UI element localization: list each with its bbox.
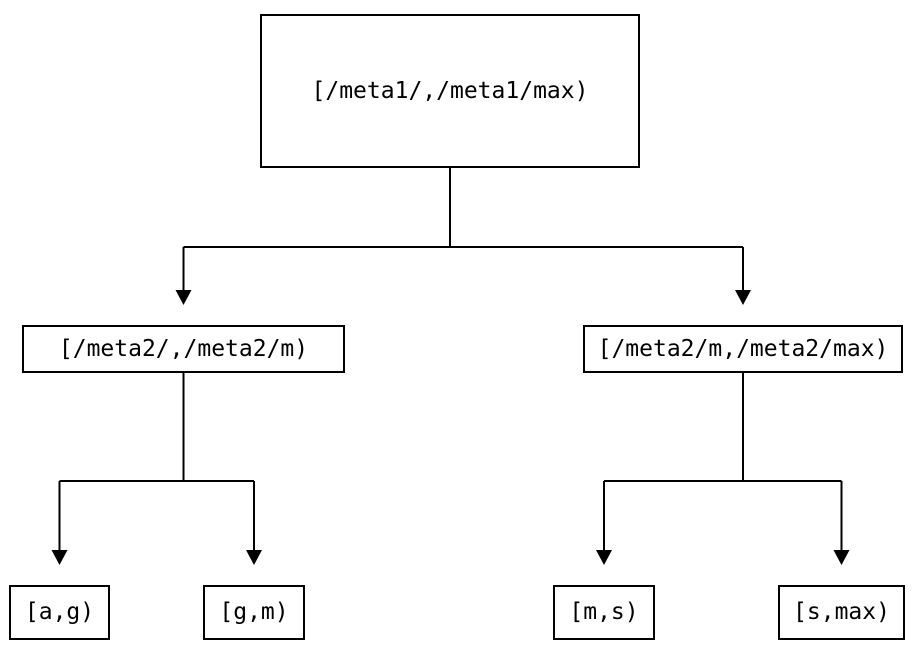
arrow-down-icon [51,550,68,565]
node-leaf-a-g: [a,g) [9,585,110,640]
node-meta2-low-interval: [/meta2/,/meta2/m) [22,325,345,373]
arrow-down-icon [833,550,850,565]
arrow-down-icon [735,290,751,305]
edge-meta2-low-to-children [51,373,262,565]
node-leaf-g-m: [g,m) [203,585,305,640]
node-meta2-high-interval: [/meta2/m,/meta2/max) [583,325,903,373]
edge-root-to-children [175,168,751,305]
arrow-down-icon [175,290,192,305]
edge-meta2-high-to-children [596,373,850,565]
arrow-down-icon [596,550,612,565]
node-leaf-s-max: [s,max) [778,585,905,640]
node-root-interval: [/meta1/,/meta1/max) [260,14,640,168]
node-leaf-m-s: [m,s) [553,585,655,640]
arrow-down-icon [246,550,262,565]
